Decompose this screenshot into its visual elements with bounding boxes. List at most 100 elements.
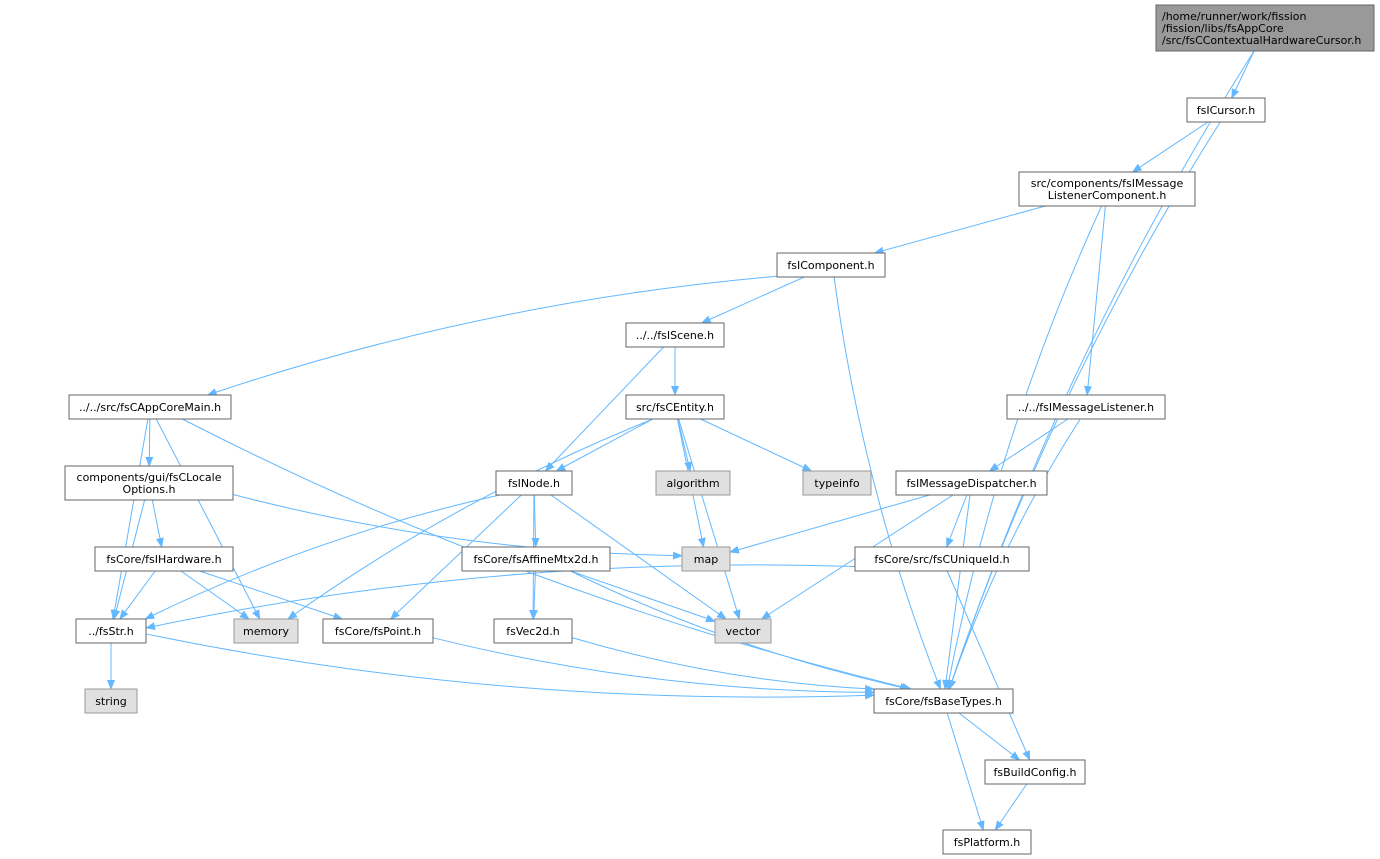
node-fsIComponent[interactable]: fsIComponent.h	[776, 252, 886, 278]
node-label: fsICursor.h	[1197, 104, 1255, 117]
node-label: fsCore/fsIHardware.h	[106, 553, 221, 566]
edge-fsCEntity-to-memory	[287, 418, 654, 620]
node-fsINode[interactable]: fsINode.h	[495, 470, 573, 496]
node-fsICursor[interactable]: fsICursor.h	[1186, 97, 1266, 123]
edge-fsCEntity-to-vector	[678, 418, 741, 620]
node-label: Options.h	[123, 483, 176, 496]
node-affineMtx[interactable]: fsCore/fsAffineMtx2d.h	[461, 546, 611, 572]
node-fsIHardware[interactable]: fsCore/fsIHardware.h	[94, 546, 234, 572]
node-fsPoint[interactable]: fsCore/fsPoint.h	[322, 618, 434, 644]
node-label: fsBuildConfig.h	[994, 766, 1077, 779]
node-label: fsCore/src/fsCUniqueId.h	[874, 553, 1009, 566]
node-box	[94, 546, 234, 572]
node-label: typeinfo	[814, 477, 859, 490]
node-box	[84, 688, 138, 714]
edge-fsPoint-to-baseTypes	[432, 637, 875, 697]
edge-fsIComponent-to-appCoreMain	[206, 275, 778, 396]
node-label: vector	[726, 625, 761, 638]
edge-localeOptions-to-fsIHardware	[151, 499, 164, 548]
node-box	[714, 618, 772, 644]
node-box	[495, 470, 573, 496]
edge-fsCEntity-to-fsINode	[555, 418, 653, 472]
edge-localeOptions-to-map	[232, 493, 683, 560]
edge-fsICursor-to-msgListenerComponent	[1131, 121, 1209, 173]
edge-msgDispatcher-to-map	[729, 494, 930, 554]
edge-fsStr-to-baseTypes	[145, 633, 875, 700]
edge-buildConfig-to-platform	[994, 783, 1028, 831]
node-fsIScene[interactable]: ../../fsIScene.h	[625, 322, 725, 348]
node-fsStr[interactable]: ../fsStr.h	[75, 618, 147, 644]
edge-msgListenerComponent-to-msgListener	[1084, 205, 1106, 396]
edge-fsIHardware-to-fsPoint	[199, 570, 344, 620]
edge-uniqueId-to-fsStr	[145, 564, 856, 631]
node-label: fsCore/fsPoint.h	[335, 625, 421, 638]
node-box	[854, 546, 1030, 572]
edge-msgDispatcher-to-baseTypes	[942, 494, 971, 690]
node-label: components/gui/fsCLocale	[77, 471, 222, 484]
node-msgDispatcher[interactable]: fsIMessageDispatcher.h	[895, 470, 1048, 496]
edge-fsVec2d-to-baseTypes	[571, 637, 875, 693]
node-label: fsINode.h	[508, 477, 560, 490]
node-vector: vector	[714, 618, 772, 644]
node-label: map	[694, 553, 718, 566]
node-label: /home/runner/work/fission	[1162, 10, 1307, 23]
node-memory: memory	[233, 618, 299, 644]
nodes-layer: /home/runner/work/fission/fission/libs/f…	[64, 4, 1375, 855]
edge-baseTypes-to-buildConfig	[958, 712, 1021, 761]
node-baseTypes[interactable]: fsCore/fsBaseTypes.h	[873, 688, 1014, 714]
edge-root-to-fsICursor	[1231, 50, 1255, 99]
edge-fsCEntity-to-algorithm	[677, 418, 692, 472]
node-box	[655, 470, 731, 496]
node-platform[interactable]: fsPlatform.h	[942, 829, 1032, 855]
node-label: string	[95, 695, 127, 708]
edge-fsIComponent-to-fsIScene	[700, 276, 805, 324]
node-label: ../fsStr.h	[88, 625, 134, 638]
node-box	[64, 465, 234, 501]
node-string: string	[84, 688, 138, 714]
node-box	[942, 829, 1032, 855]
node-box	[68, 394, 232, 420]
node-box	[493, 618, 573, 644]
node-box	[625, 322, 725, 348]
node-label: fsIMessageDispatcher.h	[906, 477, 1036, 490]
node-box	[75, 618, 147, 644]
edge-fsIComponent-to-baseTypes	[833, 276, 941, 690]
node-label: memory	[243, 625, 289, 638]
node-label: fsCore/fsAffineMtx2d.h	[473, 553, 598, 566]
node-fsCEntity[interactable]: src/fsCEntity.h	[625, 394, 725, 420]
edge-fsINode-to-affineMtx	[531, 494, 540, 548]
node-label: src/components/fsIMessage	[1031, 177, 1184, 190]
edge-fsINode-to-vector	[550, 494, 727, 620]
node-map: map	[681, 546, 731, 572]
edge-fsIHardware-to-memory	[180, 570, 250, 620]
edge-appCoreMain-to-fsStr	[110, 418, 149, 620]
node-label: fsCore/fsBaseTypes.h	[885, 695, 1002, 708]
node-uniqueId[interactable]: fsCore/src/fsCUniqueId.h	[854, 546, 1030, 572]
node-appCoreMain[interactable]: ../../src/fsCAppCoreMain.h	[68, 394, 232, 420]
edge-appCoreMain-to-baseTypes	[182, 418, 913, 691]
node-root: /home/runner/work/fission/fission/libs/f…	[1155, 4, 1375, 52]
node-label: fsPlatform.h	[954, 836, 1020, 849]
node-box	[625, 394, 725, 420]
edge-baseTypes-to-platform	[946, 712, 985, 831]
node-msgListener[interactable]: ../../fsIMessageListener.h	[1006, 394, 1166, 420]
edge-fsIHardware-to-fsStr	[119, 570, 156, 620]
edge-fsIScene-to-fsINode	[544, 346, 664, 472]
node-box	[776, 252, 886, 278]
edge-msgListenerComponent-to-fsIComponent	[873, 205, 1046, 255]
node-buildConfig[interactable]: fsBuildConfig.h	[984, 759, 1086, 785]
node-box	[802, 470, 872, 496]
edge-appCoreMain-to-localeOptions	[145, 418, 154, 467]
node-fsVec2d[interactable]: fsVec2d.h	[493, 618, 573, 644]
edge-affineMtx-to-fsVec2d	[529, 570, 538, 620]
node-label: src/fsCEntity.h	[636, 401, 714, 414]
edge-appCoreMain-to-memory	[155, 418, 261, 620]
node-msgListenerComponent[interactable]: src/components/fsIMessageListenerCompone…	[1018, 171, 1196, 207]
node-algorithm: algorithm	[655, 470, 731, 496]
node-box	[895, 470, 1048, 496]
node-label: /src/fsCContextualHardwareCursor.h	[1162, 34, 1361, 47]
node-box	[1018, 171, 1196, 207]
node-label: ../../src/fsCAppCoreMain.h	[79, 401, 221, 414]
